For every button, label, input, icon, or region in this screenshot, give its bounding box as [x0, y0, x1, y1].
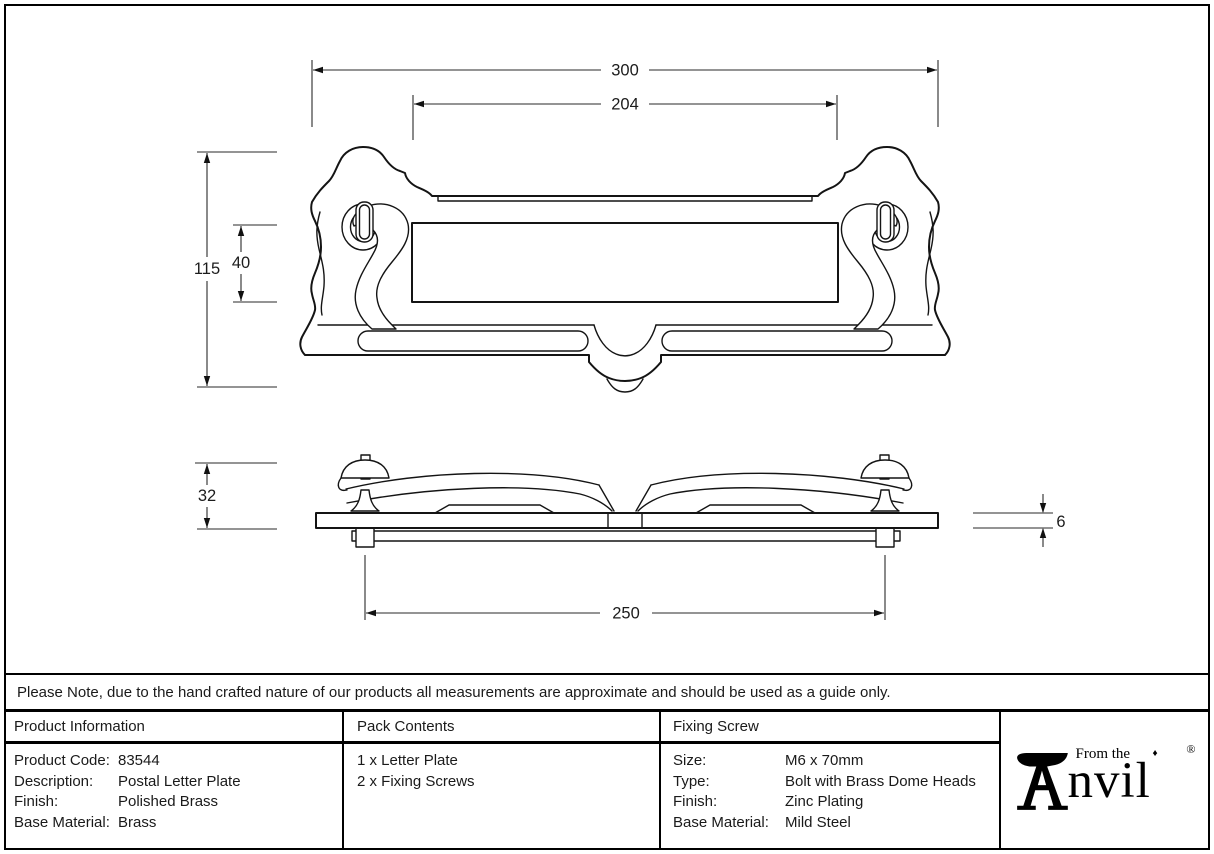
pack-contents-header: Pack Contents	[344, 712, 659, 744]
right-side-detail	[925, 211, 934, 316]
table-row: Base Material: Brass	[14, 813, 342, 834]
anvil-logo: nvil From the ♦ ®	[1016, 742, 1196, 818]
row-label: Finish:	[14, 793, 59, 810]
dim-label-115: 115	[194, 260, 220, 278]
bolt-shank-inner	[879, 204, 892, 240]
pack-contents-column: Pack Contents 1 x Letter Plate 2 x Fixin…	[344, 712, 661, 850]
list-item: 1 x Letter Plate	[357, 752, 458, 769]
side-view	[315, 454, 939, 548]
row-label: Description:	[14, 772, 94, 790]
centre-scallop	[593, 324, 657, 357]
table-row: Finish: Zinc Plating	[673, 792, 999, 813]
logo-column: nvil From the ♦ ®	[1001, 712, 1210, 850]
row-value: Mild Steel	[785, 813, 851, 831]
fixing-screw-header: Fixing Screw	[661, 712, 999, 744]
dim-fixing-centres: 250	[364, 555, 886, 623]
table-row: Base Material: Mild Steel	[673, 813, 999, 834]
bolt-dome	[340, 459, 390, 479]
top-edge-detail	[437, 195, 813, 202]
table-row: Product Code: 83544	[14, 751, 342, 772]
brand-text: nvil	[1067, 753, 1151, 809]
row-label: Size:	[673, 752, 707, 769]
row-label: Product Code:	[14, 752, 110, 769]
flap-edge-bar	[351, 530, 901, 542]
plate-bar	[315, 512, 939, 529]
left-hump	[434, 504, 555, 514]
lower-curve-left	[346, 487, 613, 512]
note-text: Please Note, due to the hand crafted nat…	[17, 683, 891, 701]
funnel	[598, 484, 652, 512]
bolt-shank	[876, 201, 895, 243]
registered-mark: ®	[1186, 742, 1196, 756]
product-information-column: Product Information Product Code: 83544 …	[4, 712, 344, 850]
right-screw-head	[860, 454, 913, 512]
left-bolt-ornament	[341, 201, 410, 330]
scroll-foot	[870, 489, 900, 512]
front-view	[299, 146, 951, 393]
right-hump	[695, 504, 816, 514]
dim-thickness: 6	[973, 494, 1066, 547]
dim-label-32: 32	[198, 487, 216, 505]
info-table: Product Information Product Code: 83544 …	[4, 712, 1210, 850]
list-item: 2 x Fixing Screws	[357, 772, 475, 790]
bolt-dome	[860, 459, 910, 479]
top-curve-right	[650, 472, 905, 490]
table-row: Size: M6 x 70mm	[673, 751, 999, 772]
dim-label-300: 300	[611, 62, 639, 80]
dim-side-height: 32	[195, 462, 277, 530]
row-value: M6 x 70mm	[785, 752, 864, 769]
row-value: Zinc Plating	[785, 793, 864, 810]
dim-label-6: 6	[1056, 513, 1065, 531]
row-value: Bolt with Brass Dome Heads	[785, 772, 976, 790]
letter-plate-drawing: 300 204 115 40	[194, 60, 1066, 623]
left-side-detail	[316, 211, 325, 316]
lower-curve-right	[637, 487, 904, 512]
right-bolt-tail	[875, 527, 895, 548]
logo-tagline: From the	[1075, 746, 1131, 762]
table-row: Type: Bolt with Brass Dome Heads	[673, 772, 999, 793]
row-label: Finish:	[673, 793, 718, 810]
dim-overall-height: 115	[194, 151, 277, 388]
pendant-inner-arc	[606, 378, 644, 393]
info-panel: Please Note, due to the hand crafted nat…	[4, 673, 1210, 850]
bolt-shank-inner	[358, 204, 371, 240]
table-row: Finish: Polished Brass	[14, 792, 342, 813]
note-row: Please Note, due to the hand crafted nat…	[4, 675, 1210, 712]
bolt-shank	[355, 201, 374, 243]
dim-label-204: 204	[611, 96, 639, 114]
scroll-foot	[350, 489, 380, 512]
row-label: Base Material:	[673, 813, 769, 831]
product-information-header: Product Information	[4, 712, 342, 744]
end-cap	[902, 477, 913, 492]
dim-label-40: 40	[232, 254, 250, 272]
dim-flap-width: 204	[412, 95, 838, 140]
row-value: Polished Brass	[118, 793, 219, 810]
fixing-screw-column: Fixing Screw Size: M6 x 70mm Type: Bolt …	[661, 712, 1001, 850]
right-slot	[661, 330, 893, 352]
row-value: 83544	[118, 752, 160, 769]
dimensions: 300 204 115 40	[194, 60, 1066, 623]
letter-flap	[411, 222, 839, 303]
top-curve-left	[345, 472, 600, 490]
dim-overall-width: 300	[311, 60, 939, 127]
plate-bar-seams	[607, 512, 643, 529]
left-screw-head	[337, 454, 390, 512]
dim-flap-height: 40	[232, 224, 277, 303]
end-cap	[337, 477, 348, 492]
left-slot	[357, 330, 589, 352]
dim-label-250: 250	[612, 605, 640, 623]
row-value: Brass	[118, 813, 157, 831]
right-bolt-ornament	[840, 201, 909, 330]
left-bolt-tail	[355, 527, 375, 548]
row-label: Type:	[673, 772, 710, 790]
table-row: Description: Postal Letter Plate	[14, 772, 342, 793]
anvil-icon	[1016, 753, 1068, 810]
diamond-icon: ♦	[1152, 748, 1158, 759]
row-label: Base Material:	[14, 813, 110, 831]
row-value: Postal Letter Plate	[118, 772, 241, 790]
